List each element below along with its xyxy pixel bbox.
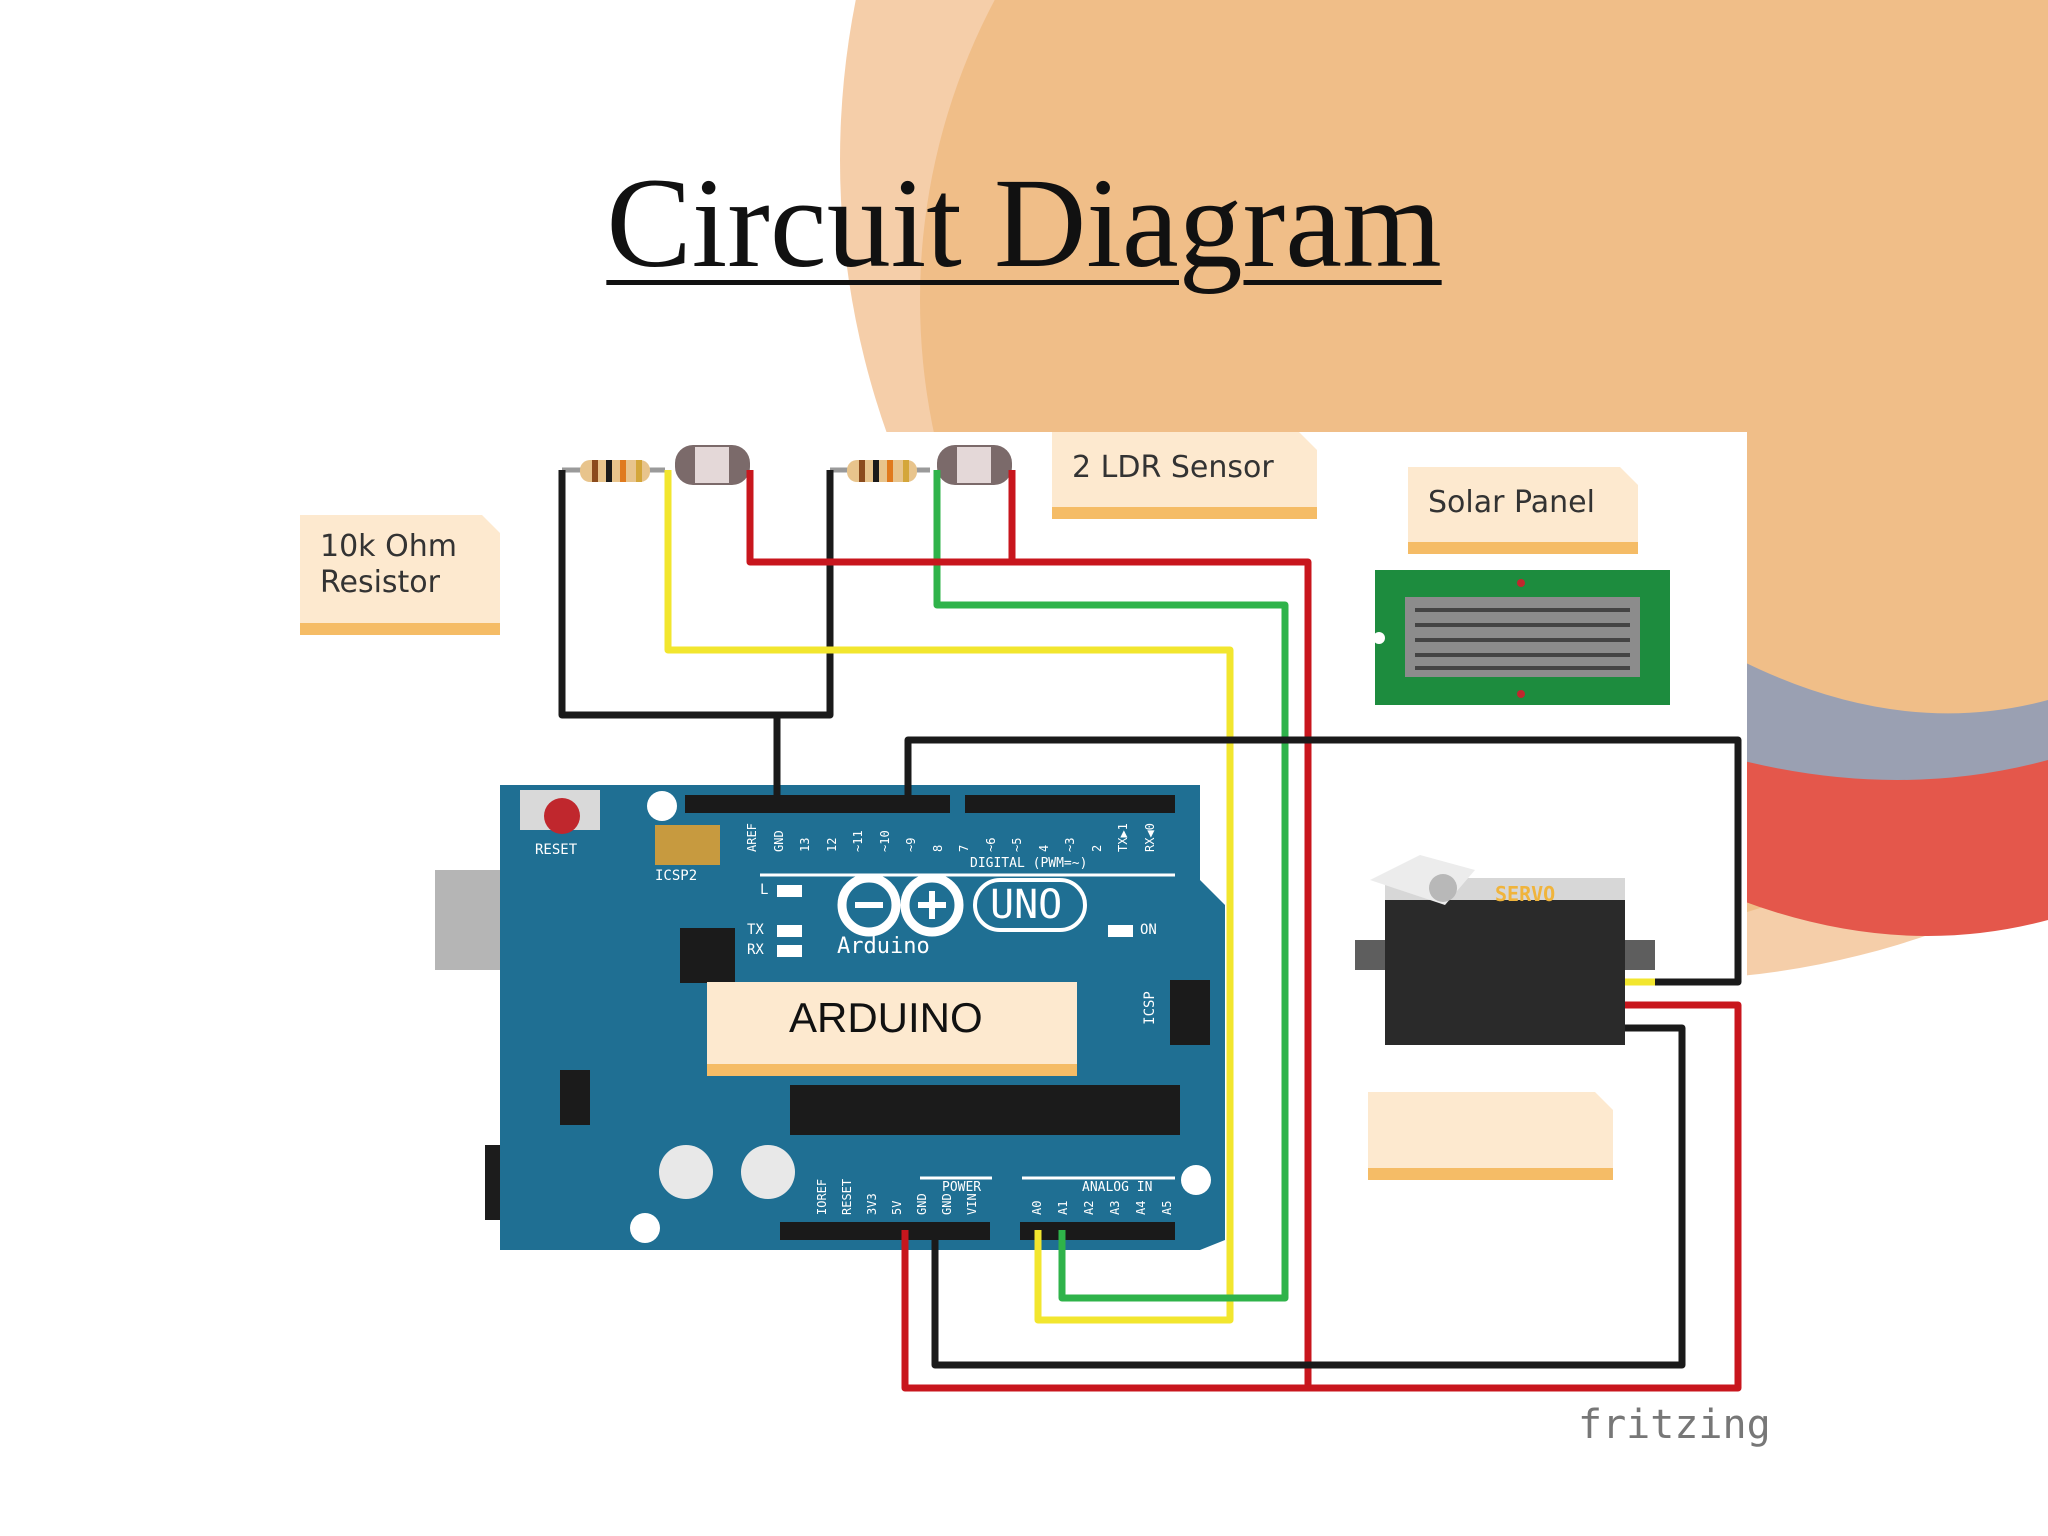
pin-label: VIN [965, 1193, 979, 1215]
brand-label: Arduino [837, 934, 930, 959]
label-ldr: 2 LDR Sensor [1052, 432, 1317, 507]
icsp-label: ICSP [1141, 991, 1158, 1025]
label-ldr-text: 2 LDR Sensor [1072, 450, 1274, 485]
pin-label: RESET [840, 1178, 854, 1215]
pin-label: GND [771, 830, 786, 852]
regulator [560, 1070, 590, 1125]
pin-label: 4 [1036, 844, 1051, 852]
wire-green-a1 [933, 470, 1289, 1302]
pin-label: 13 [798, 837, 812, 852]
pin-label: GND [915, 1193, 929, 1215]
pin-label: A0 [1030, 1200, 1044, 1215]
wires [558, 470, 1742, 1392]
pin-label: IOREF [815, 1178, 829, 1215]
wire-black-resistor-gnd [558, 470, 834, 719]
label-resistor-text: 10k Ohm Resistor [320, 529, 457, 600]
capacitor-2 [741, 1145, 795, 1199]
digital-header-2 [965, 795, 1175, 813]
power-label: POWER [942, 1180, 982, 1195]
pin-label: 5V [890, 1200, 904, 1215]
chip-small [680, 928, 735, 983]
icsp2-label: ICSP2 [655, 868, 698, 884]
pin-label: A3 [1108, 1200, 1122, 1215]
pin-label: ~6 [983, 837, 998, 852]
reset-label: RESET [535, 842, 578, 858]
label-solar-text: Solar Panel [1428, 485, 1595, 520]
slide-title: Circuit Diagram [0, 150, 2048, 297]
pin-label: GND [940, 1193, 954, 1215]
wire-yellow-a0 [664, 470, 1234, 1324]
digital-header-1 [685, 795, 950, 813]
pin-label: 12 [824, 837, 839, 852]
pin-label: A2 [1082, 1200, 1096, 1215]
resistor-2 [830, 460, 930, 482]
pin-label: 3V3 [865, 1193, 879, 1215]
analog-header [1020, 1222, 1175, 1240]
power-header [780, 1222, 990, 1240]
wire-black-servo-signal [904, 736, 1742, 986]
pin-label: 8 [930, 844, 945, 852]
arduino-logo-icon [837, 873, 1087, 937]
icsp2-header [655, 825, 720, 865]
pin-label: ~9 [904, 837, 918, 852]
solar-panel [1373, 570, 1670, 705]
servo-label: SERVO [1495, 882, 1556, 906]
label-solar: Solar Panel [1408, 467, 1638, 542]
pin-label: ~5 [1010, 837, 1024, 852]
resistor-1 [562, 460, 665, 482]
pin-label: AREF [745, 823, 759, 852]
pin-label: 7 [957, 844, 971, 852]
pin-label: 2 [1089, 844, 1104, 852]
wire-black-servo-gnd [931, 1024, 1686, 1369]
led-l-label: L [760, 882, 769, 898]
uno-label: UNO [990, 882, 1063, 928]
reset-button [544, 798, 580, 834]
capacitor-1 [659, 1145, 713, 1199]
wire-red-ldr-5v [746, 470, 1312, 1392]
chip-main [790, 1085, 1180, 1135]
servo-motor [1355, 855, 1655, 1045]
pin-label: ~11 [851, 830, 865, 852]
digital-label: DIGITAL (PWM=~) [970, 856, 1088, 871]
ldr-2 [937, 445, 1012, 485]
fritzing-watermark: fritzing [1578, 1402, 1771, 1448]
pin-label: A4 [1134, 1200, 1148, 1215]
pin-label: RX◀0 [1142, 823, 1157, 852]
label-resistor: 10k Ohm Resistor [300, 515, 500, 623]
pin-label: ~10 [877, 830, 892, 852]
led-tx-label: TX [747, 922, 764, 938]
led-rx-label: RX [747, 942, 764, 958]
label-servo-blank [1368, 1092, 1613, 1168]
wire-red-servo-power [1308, 1001, 1742, 1392]
pin-label: A1 [1056, 1200, 1070, 1215]
pin-label: A5 [1160, 1200, 1174, 1215]
label-arduino: ARDUINO [707, 982, 1077, 1064]
analog-label: ANALOG IN [1082, 1180, 1153, 1195]
pin-label: TX▶1 [1116, 823, 1130, 852]
led-on-label: ON [1140, 922, 1157, 938]
label-arduino-text: ARDUINO [789, 994, 983, 1041]
slide-title-text: Circuit Diagram [606, 152, 1442, 294]
pin-label: ~3 [1063, 837, 1077, 852]
icsp-header [1170, 980, 1210, 1045]
ldr-1 [675, 445, 750, 485]
